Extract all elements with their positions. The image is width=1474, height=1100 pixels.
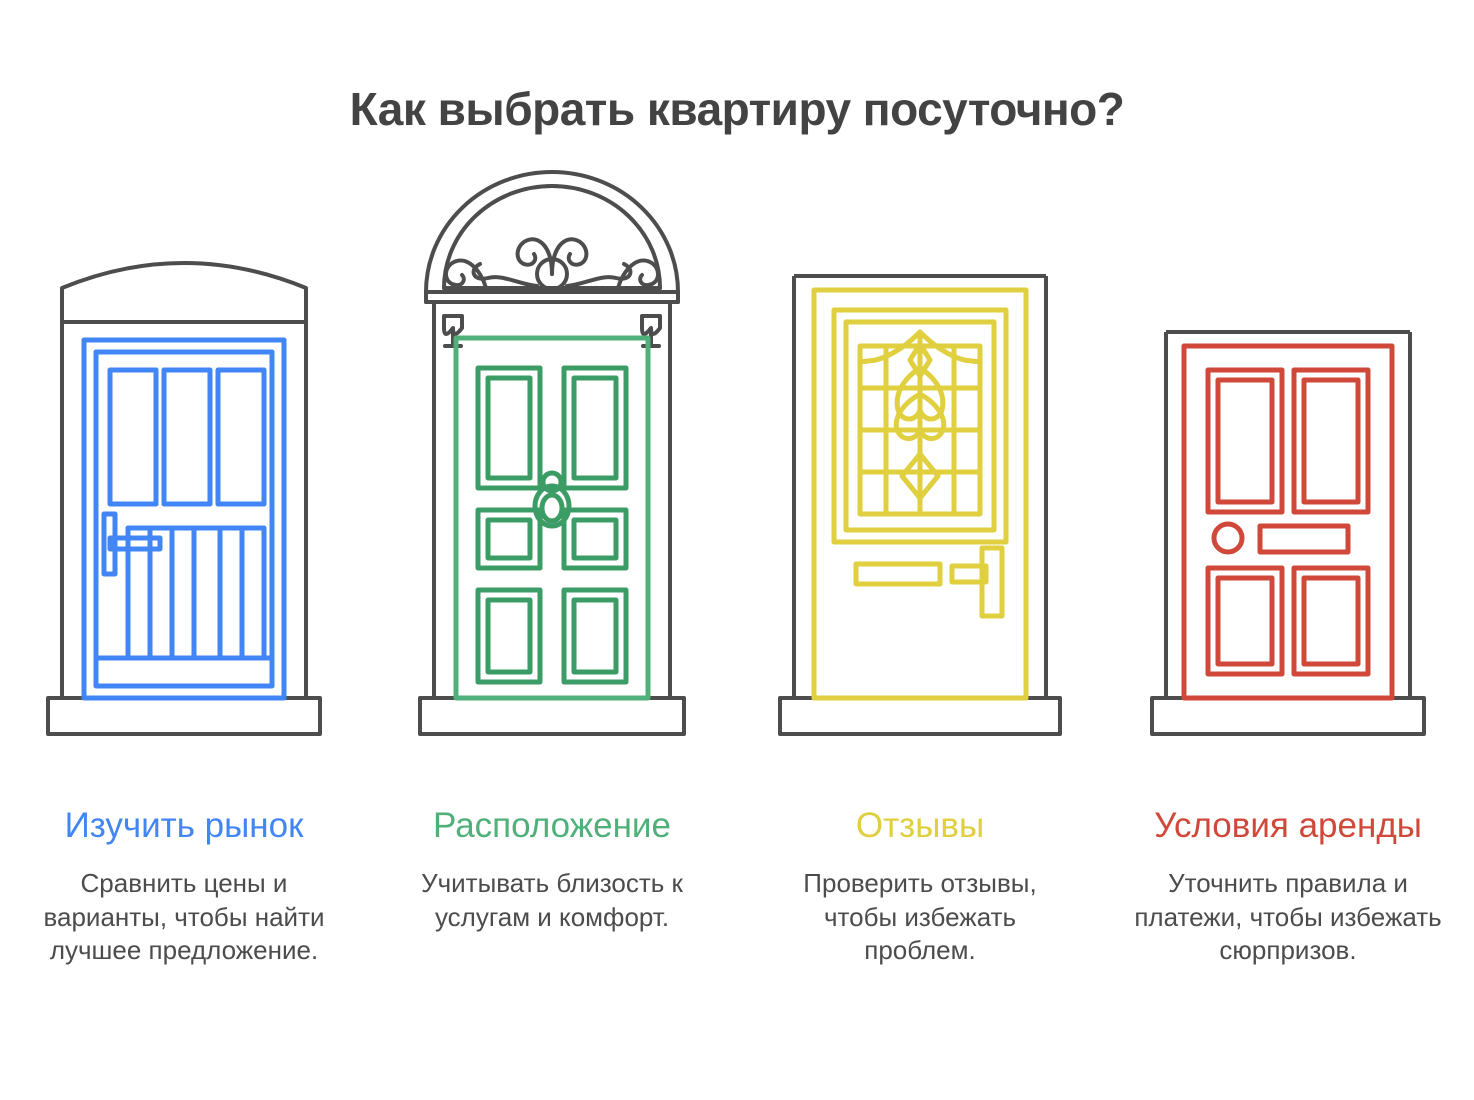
caption-heading: Изучить рынок — [64, 806, 304, 845]
caption-body: Сравнить цены и варианты, чтобы найти лу… — [43, 867, 325, 966]
caption-location: Расположение Учитывать близость к услуга… — [392, 804, 712, 934]
caption-heading: Расположение — [433, 806, 671, 845]
caption-reviews: Отзывы Проверить отзывы, чтобы избежать … — [770, 804, 1070, 968]
column-reviews: Отзывы Проверить отзывы, чтобы избежать … — [736, 228, 1104, 968]
red-door-icon — [1104, 228, 1472, 748]
blue-door-icon — [0, 228, 368, 748]
caption-heading: Условия аренды — [1154, 806, 1422, 845]
yellow-door-icon — [736, 228, 1104, 748]
columns-row: Изучить рынок Сравнить цены и варианты, … — [0, 170, 1474, 1098]
page-title: Как выбрать квартиру посуточно? — [349, 83, 1125, 135]
column-location: Расположение Учитывать близость к услуга… — [368, 170, 736, 934]
caption-body: Уточнить правила и платежи, чтобы избежа… — [1134, 867, 1442, 966]
caption-body: Проверить отзывы, чтобы избежать проблем… — [803, 867, 1037, 966]
green-door-icon — [368, 170, 736, 748]
caption-heading: Отзывы — [855, 806, 985, 845]
column-market: Изучить рынок Сравнить цены и варианты, … — [0, 228, 368, 968]
caption-terms: Условия аренды Уточнить правила и платеж… — [1128, 804, 1448, 968]
caption-body: Учитывать близость к услугам и комфорт. — [421, 867, 683, 932]
caption-market: Изучить рынок Сравнить цены и варианты, … — [39, 804, 329, 968]
column-terms: Условия аренды Уточнить правила и платеж… — [1104, 228, 1472, 968]
